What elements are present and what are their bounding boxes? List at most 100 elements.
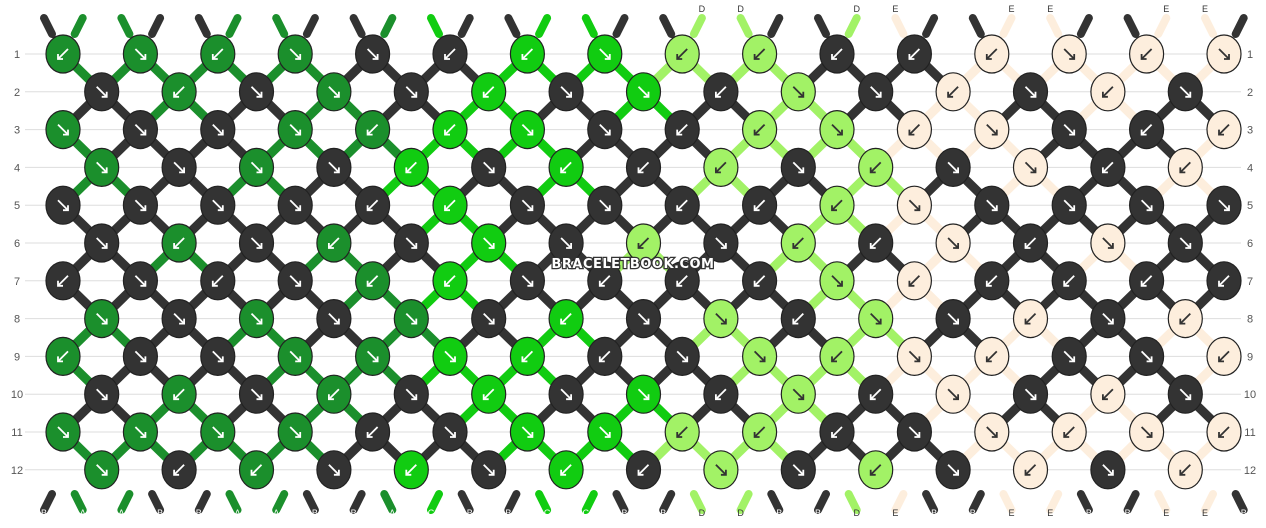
- arrow-down-right-icon: [831, 123, 843, 136]
- arrow-down-left-icon: [753, 426, 766, 438]
- arrow-down-left-icon: [947, 86, 959, 98]
- arrow-head: [1218, 280, 1224, 287]
- arrow-down-left-icon: [908, 48, 921, 60]
- strand-label-top: B: [467, 4, 473, 14]
- arrow-head: [676, 432, 683, 438]
- arrow-down-left-icon: [212, 48, 224, 60]
- arrow-head: [63, 129, 69, 136]
- arrow-down-left-icon: [1179, 161, 1191, 174]
- strand-label-top: D: [737, 4, 744, 14]
- knot: [355, 261, 391, 301]
- arrow-head: [637, 167, 644, 174]
- arrow-head: [333, 91, 340, 98]
- knot: [703, 299, 739, 339]
- arrow-head: [327, 394, 334, 401]
- arrow-down-left-icon: [1218, 123, 1230, 136]
- arrow-down-left-icon: [328, 388, 340, 400]
- knot: [1167, 450, 1203, 490]
- knot: [741, 34, 778, 74]
- knot: [896, 412, 933, 452]
- arrow-down-left-icon: [1140, 48, 1153, 60]
- knot: [548, 374, 584, 414]
- strand-label-top: B: [970, 4, 976, 14]
- strand-label-top: B: [931, 4, 937, 14]
- arrow-head: [63, 205, 69, 212]
- arrow-head: [444, 129, 450, 136]
- thread-bottom-stub: [814, 490, 830, 514]
- thread-top-stub: [659, 14, 676, 38]
- thread-top-stub: [922, 14, 939, 38]
- knot: [625, 299, 662, 339]
- knot: [84, 72, 120, 112]
- arrow-head: [637, 243, 644, 249]
- knot: [780, 374, 816, 414]
- arrow-down-right-icon: [1140, 350, 1153, 363]
- thread-top-stub: [457, 14, 474, 38]
- row-label-right: 3: [1247, 125, 1253, 137]
- strand-label-bottom: C: [544, 508, 551, 518]
- knot: [548, 450, 584, 490]
- arrow-head: [598, 356, 605, 363]
- strand-label-bottom: B: [505, 508, 511, 518]
- arrow-down-left-icon: [173, 237, 185, 249]
- row-label-left: 11: [11, 427, 22, 439]
- arrow-down-right-icon: [986, 199, 998, 211]
- arrow-down-right-icon: [599, 48, 611, 60]
- arrow-head: [366, 432, 373, 438]
- arrow-head: [715, 91, 721, 98]
- thread-bottom-stub: [922, 490, 939, 514]
- thread-bottom-stub: [148, 490, 165, 514]
- arrow-head: [295, 280, 302, 287]
- arrow-head: [566, 394, 572, 401]
- arrow-head: [63, 432, 69, 438]
- knot: [935, 223, 971, 263]
- arrow-down-right-icon: [1179, 86, 1191, 98]
- arrow-down-left-icon: [250, 464, 263, 476]
- arrow-down-right-icon: [444, 350, 456, 363]
- knot: [355, 336, 391, 376]
- knot: [122, 412, 158, 452]
- arrow-head: [521, 54, 528, 60]
- arrow-head: [914, 356, 921, 363]
- arrow-down-right-icon: [134, 48, 147, 60]
- arrow-head: [908, 129, 915, 136]
- thread-bottom-stub: [380, 490, 397, 514]
- arrow-head: [604, 129, 611, 136]
- strand-label-top: A: [234, 4, 240, 14]
- arrow-head: [488, 318, 495, 325]
- thread-bottom-stub: [767, 490, 784, 514]
- knot: [355, 185, 391, 225]
- knot: [316, 223, 352, 263]
- strand-label-top: A: [273, 4, 279, 14]
- knot: [625, 147, 662, 187]
- arrow-down-right-icon: [328, 161, 340, 174]
- arrow-down-right-icon: [212, 199, 224, 211]
- arrow-head: [488, 167, 495, 174]
- knot: [509, 336, 546, 376]
- arrow-head: [798, 394, 805, 401]
- arrow-down-left-icon: [637, 464, 650, 476]
- knot: [858, 374, 894, 414]
- arrow-head: [140, 205, 147, 212]
- arrow-down-left-icon: [173, 86, 185, 98]
- knot: [471, 374, 507, 414]
- knot: [896, 110, 933, 150]
- knot: [974, 261, 1010, 301]
- arrow-down-left-icon: [831, 48, 843, 60]
- arrow-down-right-icon: [250, 161, 263, 174]
- knot: [200, 412, 236, 452]
- arrow-down-left-icon: [637, 161, 650, 174]
- arrow-down-right-icon: [134, 426, 147, 438]
- arrow-down-right-icon: [366, 48, 379, 60]
- arrow-head: [527, 205, 534, 212]
- arrow-down-right-icon: [947, 388, 959, 400]
- arrow-down-left-icon: [1179, 464, 1191, 476]
- arrow-head: [527, 280, 534, 287]
- knot: [1167, 374, 1203, 414]
- strand-label-bottom: B: [1125, 508, 1131, 518]
- arrow-head: [173, 394, 180, 401]
- strand-label-bottom: D: [737, 508, 744, 518]
- thread-bottom-stub: [612, 490, 629, 514]
- arrow-head: [720, 318, 727, 325]
